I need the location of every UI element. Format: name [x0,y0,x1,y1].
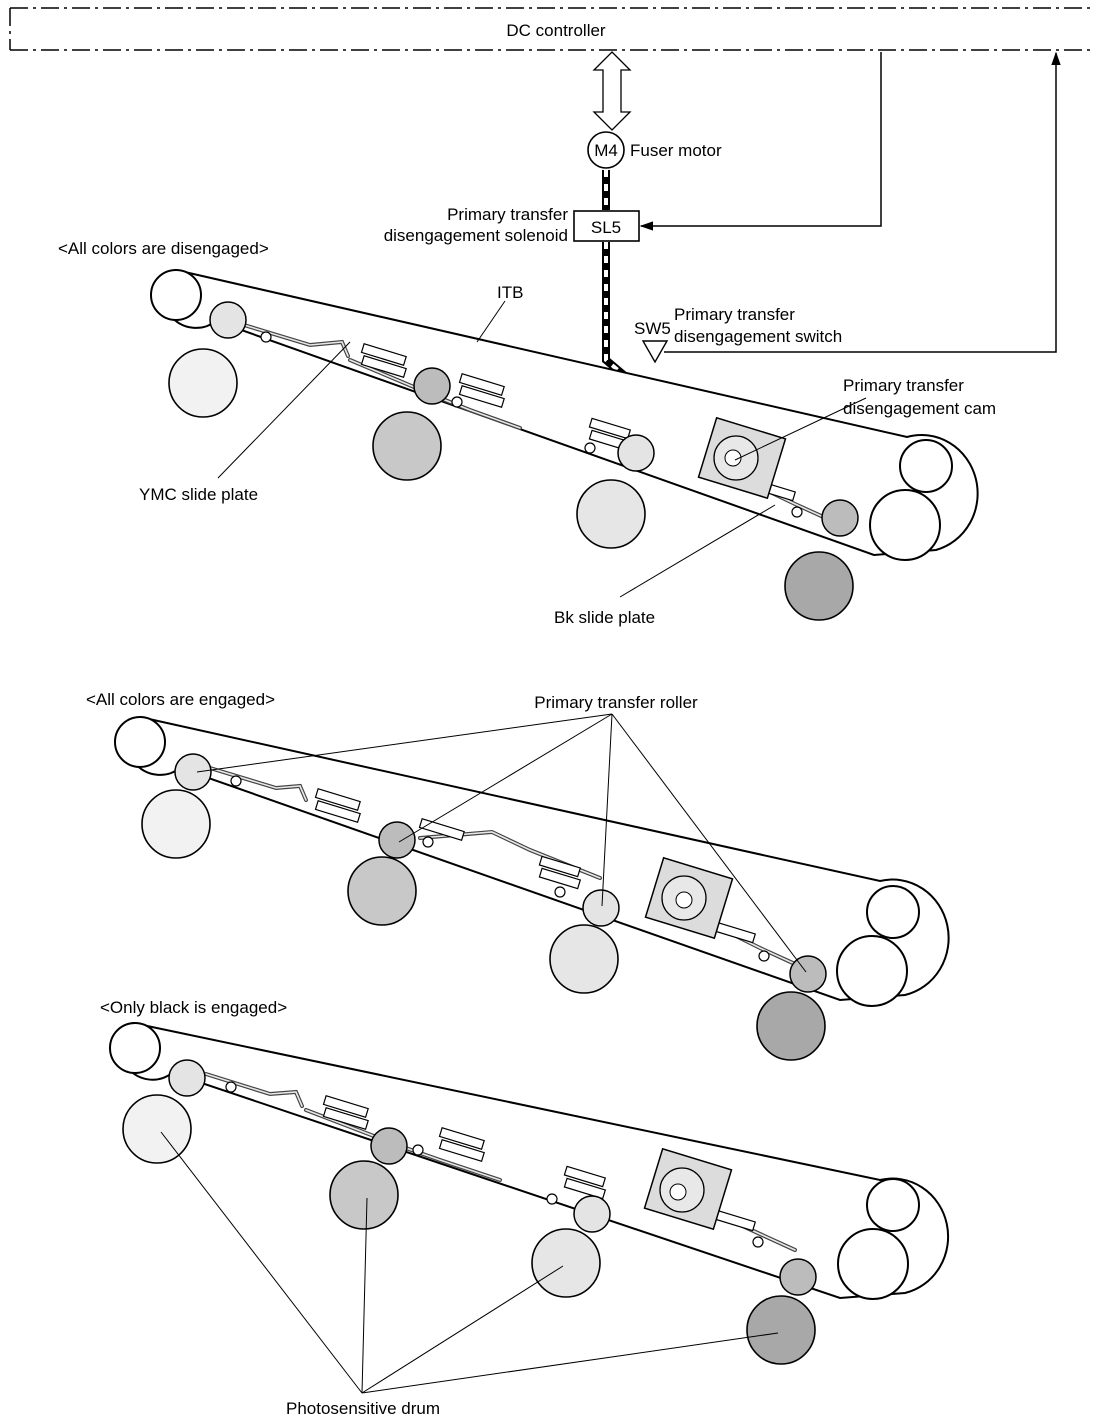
panel-engaged: Primary transfer roller [114,693,950,1061]
photosensitive-drum [372,411,442,481]
ymc-slide-plate [208,766,602,898]
transfer-roller [789,955,827,993]
photosensitive-drum [168,348,238,418]
state-heading-black-only: <Only black is engaged> [100,998,287,1017]
transfer-roller [370,1127,408,1165]
itb-leader [476,300,506,343]
transfer-roller [617,434,655,472]
primary-transfer-cam [697,416,787,500]
solenoid-sl5: SL5 Primary transfer disengagement solen… [384,205,640,245]
switch-label-line2: disengagement switch [674,327,842,346]
ymc-plate-label: YMC slide plate [139,485,258,504]
panel-black-only: Photosensitive drum [109,1021,950,1418]
photosensitive-drum [576,479,646,549]
transfer-roller [821,499,859,537]
solenoid-symbol: SL5 [591,218,621,237]
controller-motor-link-arrow [592,51,632,131]
belt-end-roller [836,935,908,1007]
photosensitive-drum [329,1160,399,1230]
drum-leader [361,1265,564,1394]
transfer-roller [413,367,451,405]
photosensitive-drum [122,1094,192,1164]
cam-leader [734,397,867,461]
motor-label: Fuser motor [630,141,722,160]
photosensitive-drum [784,551,854,621]
photosensitive-drum [347,856,417,926]
panel-disengaged: ITB Primary transfer disengagement cam Y… [139,268,996,627]
solenoid-label-line2: disengagement solenoid [384,226,568,245]
transfer-roller [779,1258,817,1296]
transfer-roller [168,1059,206,1097]
dc-controller-label: DC controller [506,21,606,40]
ymc-slide-plate [204,1072,607,1205]
controller-to-solenoid-signal [639,52,882,231]
photosensitive-drum [549,924,619,994]
dc-controller: DC controller [9,7,1092,51]
primary-transfer-roller-label: Primary transfer roller [534,693,698,712]
transfer-roller [582,889,620,927]
primary-transfer-cam [643,1147,733,1231]
transfer-roller [209,301,247,339]
bk-plate-leader [619,504,776,598]
fuser-motor: M4 Fuser motor [587,131,722,169]
belt-end-roller [866,1178,920,1232]
bk-plate-label: Bk slide plate [554,608,655,627]
switch-symbol: SW5 [634,319,671,338]
roller-leader [601,713,613,907]
belt-end-roller [899,439,953,493]
belt-end-roller [869,489,941,561]
primary-transfer-cam [644,856,734,940]
belt-end-roller [150,269,202,321]
bk-slide-plate [706,920,797,966]
roller-leader [196,713,613,773]
solenoid-label-line1: Primary transfer [447,205,568,224]
motor-symbol: M4 [594,141,618,160]
belt-end-roller [109,1022,161,1074]
switch-label-line1: Primary transfer [674,305,795,324]
photosensitive-drum [141,789,211,859]
photosensitive-drum [746,1295,816,1365]
transfer-roller [378,821,416,859]
state-heading-engaged: <All colors are engaged> [86,690,275,709]
switch-sw5: SW5 Primary transfer disengagement switc… [634,305,842,364]
belt-end-roller [866,885,920,939]
transfer-roller [573,1195,611,1233]
photosensitive-drum [756,991,826,1061]
itb-belt [126,715,950,1002]
belt-end-roller [837,1228,909,1300]
photosensitive-drum-label: Photosensitive drum [286,1399,440,1418]
state-heading-disengaged: <All colors are disengaged> [58,239,269,258]
switch-to-controller-signal [664,51,1061,353]
itb-label: ITB [497,283,523,302]
belt-end-roller [114,716,166,768]
ymc-plate-leader [217,341,351,479]
transfer-roller [174,753,212,791]
cam-label-line1: Primary transfer [843,376,964,395]
drum-leader [160,1131,363,1394]
drum-leader [361,1332,779,1394]
roller-leader [398,713,613,843]
roller-leader [611,713,807,973]
photosensitive-drum [531,1228,601,1298]
drum-leader [361,1197,368,1394]
cam-label-line2: disengagement cam [843,399,996,418]
